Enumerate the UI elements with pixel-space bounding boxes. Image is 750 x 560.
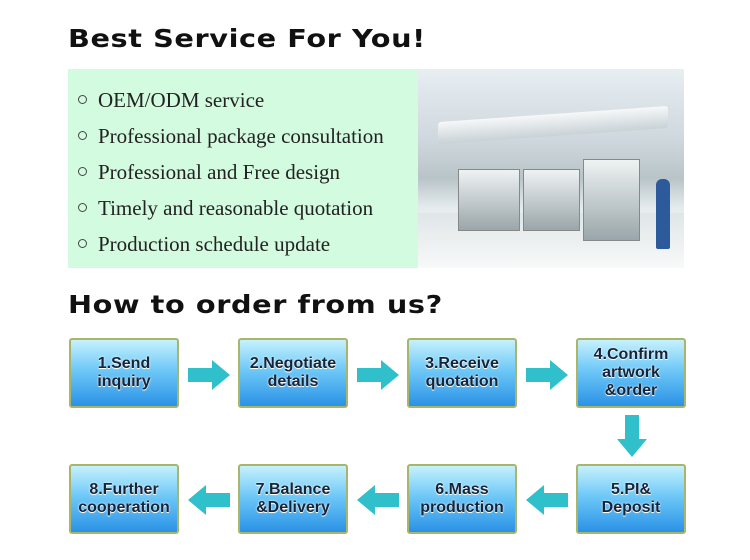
- step-4-box: 4.Confirm artwork &order: [576, 338, 686, 408]
- circle-bullet-icon: [78, 166, 87, 176]
- service-item: Timely and reasonable quotation: [78, 195, 418, 231]
- factory-photo: [418, 69, 684, 268]
- step-1-box: 1.Send inquiry: [69, 338, 179, 408]
- step-8-box: 8.Further cooperation: [69, 464, 179, 534]
- service-item: Professional and Free design: [78, 159, 418, 195]
- step-7-box: 7.Balance &Delivery: [238, 464, 348, 534]
- service-item: OEM/ODM service: [78, 87, 418, 123]
- arrow-left-icon: [188, 485, 230, 515]
- arrow-right-icon: [526, 360, 568, 390]
- step-5-box: 5.PI& Deposit: [576, 464, 686, 534]
- section-title-order: How to order from us?: [68, 290, 443, 319]
- service-item: Professional package consultation: [78, 123, 418, 159]
- arrow-left-icon: [526, 485, 568, 515]
- arrow-right-icon: [357, 360, 399, 390]
- step-6-box: 6.Mass production: [407, 464, 517, 534]
- circle-bullet-icon: [78, 94, 87, 104]
- arrow-down-icon: [617, 415, 647, 457]
- section-title-service: Best Service For You!: [68, 24, 426, 53]
- service-item: Production schedule update: [78, 231, 418, 267]
- arrow-right-icon: [188, 360, 230, 390]
- services-panel: OEM/ODM service Professional package con…: [68, 69, 418, 268]
- arrow-left-icon: [357, 485, 399, 515]
- circle-bullet-icon: [78, 238, 87, 248]
- circle-bullet-icon: [78, 202, 87, 212]
- worker: [656, 179, 670, 249]
- step-3-box: 3.Receive quotation: [407, 338, 517, 408]
- circle-bullet-icon: [78, 130, 87, 140]
- step-2-box: 2.Negotiate details: [238, 338, 348, 408]
